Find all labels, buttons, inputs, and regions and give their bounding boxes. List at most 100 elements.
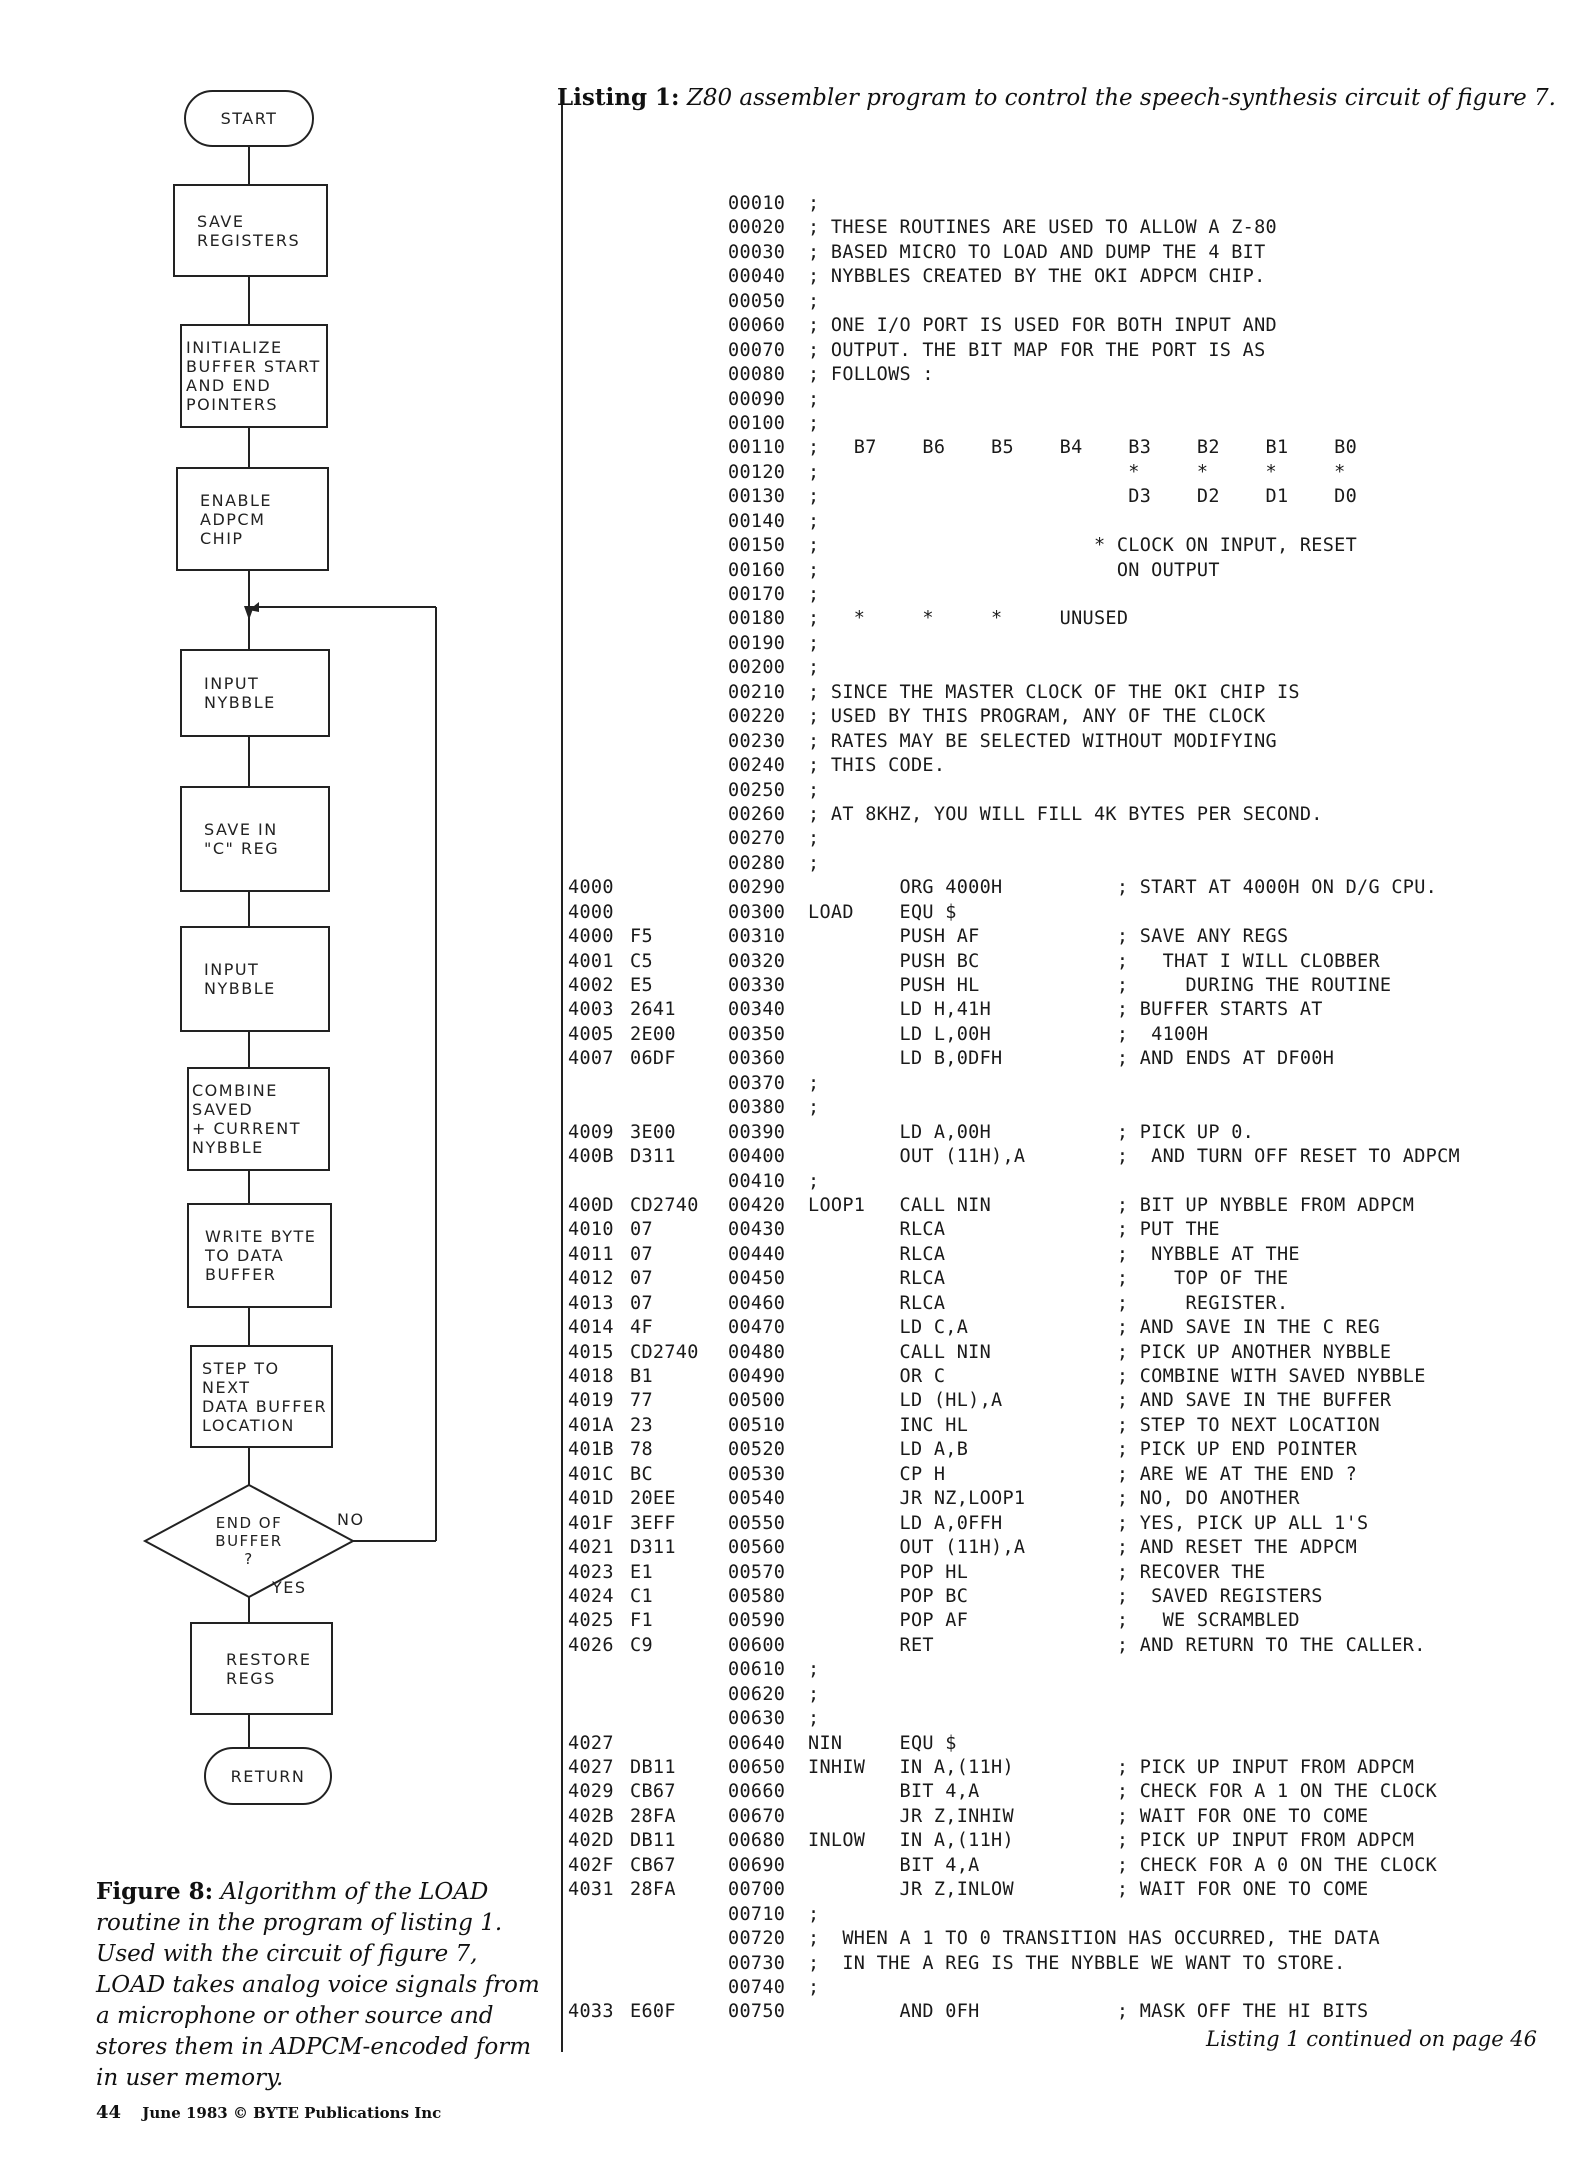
listing-source: ; * * * *	[808, 461, 1346, 483]
listing-line-number: 00260	[728, 803, 786, 825]
listing-address: 4021	[568, 1537, 614, 1559]
listing-line-number: 00380	[728, 1097, 786, 1119]
listing-source: ; SINCE THE MASTER CLOCK OF THE OKI CHIP…	[808, 681, 1300, 703]
listing-line-number: 00440	[728, 1243, 786, 1265]
listing-line-number: 00100	[728, 412, 786, 434]
step-text: NYBBLE	[204, 979, 276, 998]
step-text: TO DATA	[205, 1246, 285, 1265]
listing-line-number: 00420	[728, 1194, 786, 1216]
step-initialize-pointers: INITIALIZE BUFFER START AND END POINTERS	[180, 324, 328, 428]
listing-source: ;	[808, 1072, 820, 1094]
listing-line-number: 00270	[728, 828, 786, 850]
listing-source: RLCA ; REGISTER.	[808, 1292, 1289, 1314]
listing-object-code: E5	[630, 975, 653, 996]
listing-address: 402D	[568, 1830, 614, 1852]
listing-object-code: C5	[630, 950, 653, 972]
listing-object-code: CD2740	[630, 1341, 699, 1363]
listing-line-number: 00500	[728, 1390, 786, 1412]
no-label: NO	[337, 1510, 365, 1529]
listing-source: INLOW IN A,(11H) ; PICK UP INPUT FROM AD…	[808, 1830, 1415, 1852]
listing-title-text: Z80 assembler program to control the spe…	[686, 85, 1556, 111]
listing-source: ; B7 B6 B5 B4 B3 B2 B1 B0	[808, 437, 1358, 459]
step-text: INPUT	[204, 960, 260, 979]
listing-object-code: CD2740	[630, 1194, 699, 1216]
decision-end-of-buffer: END OF BUFFER ?	[199, 1514, 299, 1568]
step-text: LOCATION	[202, 1415, 295, 1435]
listing-source: LOAD EQU $	[808, 901, 957, 923]
listing-source: AND 0FH ; MASK OFF THE HI BITS	[808, 2001, 1369, 2023]
listing-source: OUT (11H),A ; AND TURN OFF RESET TO ADPC…	[808, 1146, 1460, 1168]
listing-line-number: 00710	[728, 1903, 786, 1925]
return-label: RETURN	[230, 1766, 306, 1786]
listing-source: LD (HL),A ; AND SAVE IN THE BUFFER	[808, 1390, 1392, 1412]
listing-address: 4029	[568, 1781, 614, 1803]
listing-line-number: 00320	[728, 950, 786, 972]
listing-line-number: 00080	[728, 364, 786, 386]
decision-text: ?	[244, 1550, 254, 1568]
step-text: REGS	[226, 1668, 276, 1688]
listing-line-number: 00280	[728, 852, 786, 874]
listing-line-number: 00450	[728, 1268, 786, 1290]
listing-line-number: 00590	[728, 1610, 786, 1632]
start-label: START	[220, 109, 278, 128]
listing-source: ; NYBBLES CREATED BY THE OKI ADPCM CHIP.	[808, 266, 1266, 288]
listing-source: ; AT 8KHZ, YOU WILL FILL 4K BYTES PER SE…	[808, 803, 1323, 825]
listing-line-number: 00090	[728, 388, 786, 410]
step-text: SAVE	[197, 211, 245, 231]
listing-source: BIT 4,A ; CHECK FOR A 1 ON THE CLOCK	[808, 1781, 1438, 1803]
listing-address: 4033	[568, 2001, 614, 2023]
listing-line-number: 00550	[728, 1512, 786, 1534]
step-text: REGISTERS	[197, 230, 301, 250]
listing-source: ;	[808, 632, 820, 654]
listing-source: ;	[808, 510, 820, 532]
listing-source: LD A,B ; PICK UP END POINTER	[808, 1439, 1358, 1461]
listing-line-number: 00170	[728, 584, 786, 605]
listing-address: 4031	[568, 1879, 614, 1901]
listing-source: ; D3 D2 D1 D0	[808, 486, 1358, 508]
step-text: SAVE IN	[204, 820, 278, 839]
listing-object-code: E1	[630, 1561, 653, 1583]
listing-source: ; RATES MAY BE SELECTED WITHOUT MODIFYIN…	[808, 730, 1277, 752]
listing-line-number: 00110	[728, 437, 786, 459]
listing-source: CALL NIN ; PICK UP ANOTHER NYBBLE	[808, 1341, 1392, 1363]
listing-line-number: 00560	[728, 1537, 786, 1559]
listing-address: 401B	[568, 1439, 614, 1461]
listing-source: ORG 4000H ; START AT 4000H ON D/G CPU.	[808, 877, 1438, 899]
listing-line-number: 00290	[728, 877, 786, 899]
listing-line-number: 00410	[728, 1170, 786, 1192]
listing-source: ;	[808, 1659, 820, 1681]
listing-line-number: 00600	[728, 1634, 786, 1656]
step-text: AND END	[186, 376, 272, 395]
listing-line-number: 00480	[728, 1341, 786, 1363]
listing-address: 402F	[568, 1854, 614, 1876]
listing-address: 4014	[568, 1317, 614, 1339]
step-combine-nybbles: COMBINE SAVED + CURRENT NYBBLE	[187, 1067, 330, 1171]
listing-object-code: C1	[630, 1585, 653, 1607]
page-number: 44	[96, 2102, 122, 2123]
listing-line-number: 00340	[728, 999, 786, 1021]
listing-address: 4007	[568, 1048, 614, 1070]
listing-address: 4019	[568, 1390, 614, 1412]
listing-object-code: 2E00	[630, 1023, 676, 1045]
listing-line-number: 00520	[728, 1439, 786, 1461]
column-divider	[561, 88, 563, 2052]
listing-object-code: 28FA	[630, 1805, 676, 1827]
listing-line-number: 00640	[728, 1732, 786, 1754]
listing-object-code: 78	[630, 1439, 653, 1461]
listing-line-number: 00700	[728, 1879, 786, 1901]
listing-address: 4025	[568, 1610, 614, 1632]
listing-object-code: E60F	[630, 2001, 676, 2023]
listing-line-number: 00390	[728, 1121, 786, 1143]
step-text: NYBBLE	[204, 693, 276, 712]
step-text: ADPCM	[200, 509, 266, 529]
listing-source: ; IN THE A REG IS THE NYBBLE WE WANT TO …	[808, 1952, 1346, 1974]
listing-address: 4026	[568, 1634, 614, 1656]
listing-source: RLCA ; NYBBLE AT THE	[808, 1243, 1300, 1265]
listing-line-number: 00400	[728, 1146, 786, 1168]
listing-address: 4010	[568, 1219, 614, 1241]
listing-source: ;	[808, 1976, 820, 1998]
listing-line-number: 00510	[728, 1414, 786, 1436]
listing-object-code: 77	[630, 1390, 653, 1412]
listing-address: 4018	[568, 1366, 614, 1387]
listing-line-number: 00470	[728, 1317, 786, 1339]
